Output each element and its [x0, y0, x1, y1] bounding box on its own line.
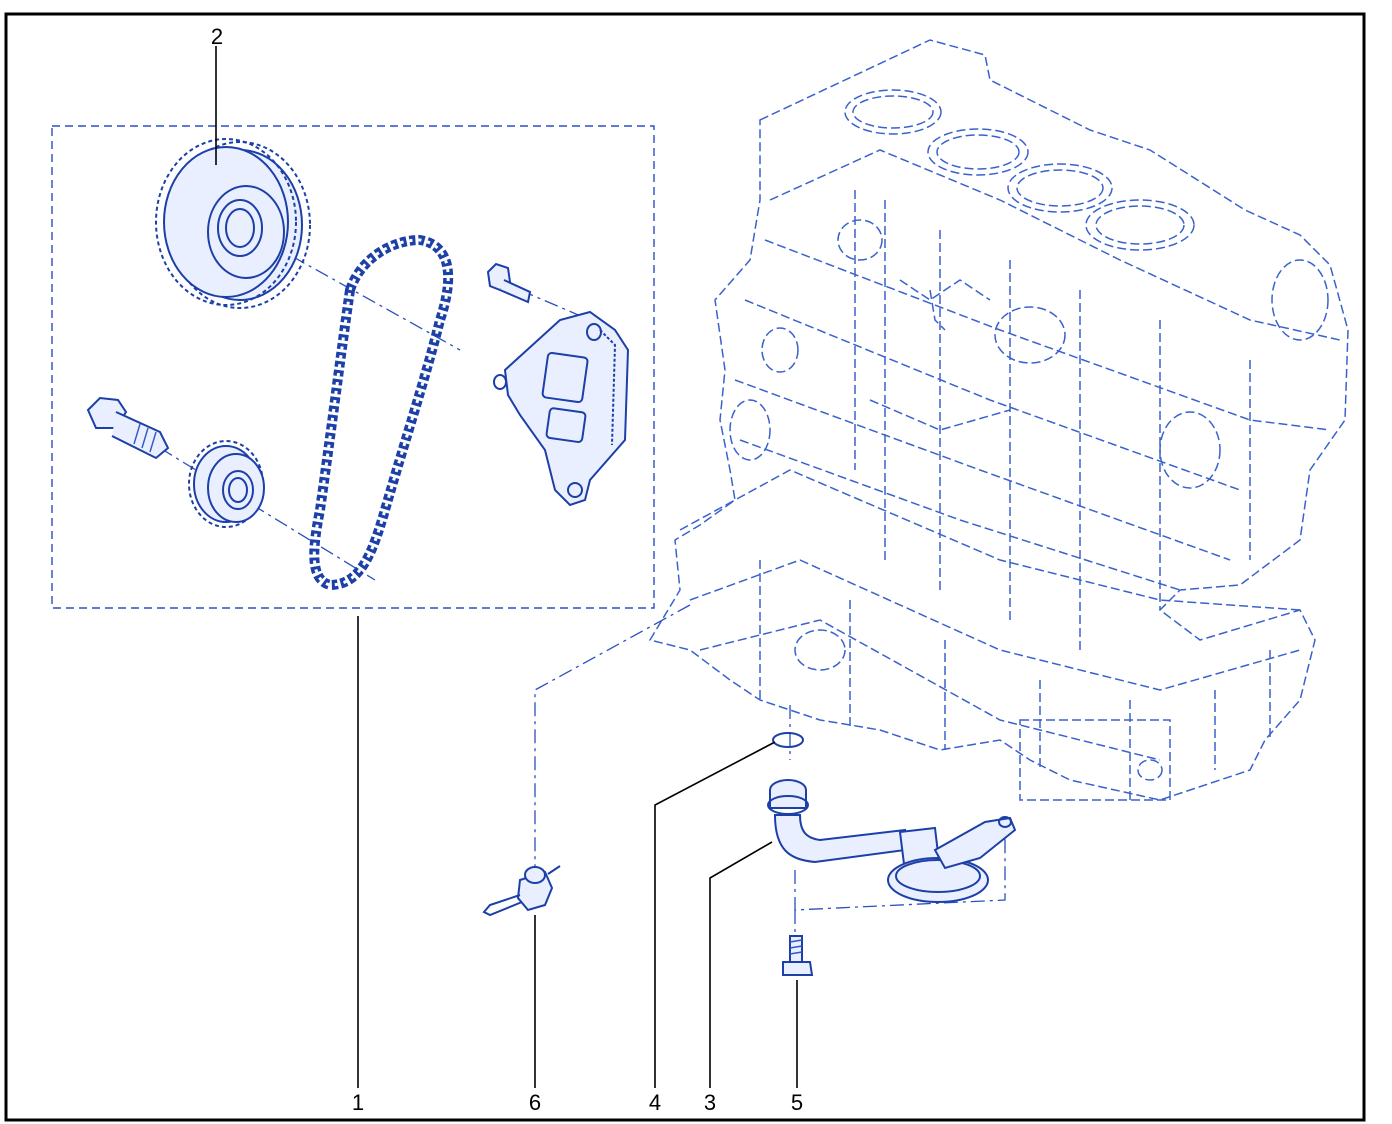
- callout-5: 5: [791, 1090, 803, 1115]
- diagram-border: [4, 12, 1366, 1122]
- pickup-bolt-icon: [782, 935, 814, 976]
- oil-pickup-tube-icon: [767, 779, 1017, 903]
- tensioner-bolt-icon: [486, 262, 532, 304]
- callout-1: 1: [352, 1090, 364, 1115]
- leader-4: [654, 741, 776, 1088]
- crankshaft-sprocket-icon: [188, 440, 265, 528]
- leader-lines: [215, 46, 798, 1088]
- o-ring-icon: [772, 732, 804, 748]
- callout-3: 3: [704, 1090, 716, 1115]
- leader-3: [709, 841, 773, 1088]
- callout-2: 2: [211, 24, 223, 49]
- timing-kit-group-box: [51, 125, 655, 609]
- engine-block-icon: [648, 39, 1349, 801]
- camshaft-sprocket-icon: [155, 138, 311, 309]
- callout-6: 6: [529, 1090, 541, 1115]
- callout-4: 4: [649, 1090, 661, 1115]
- timing-chain-icon: [309, 234, 454, 591]
- oil-jet-icon: [482, 865, 561, 917]
- crank-bolt-icon: [86, 396, 170, 460]
- chain-tensioner-icon: [493, 310, 630, 507]
